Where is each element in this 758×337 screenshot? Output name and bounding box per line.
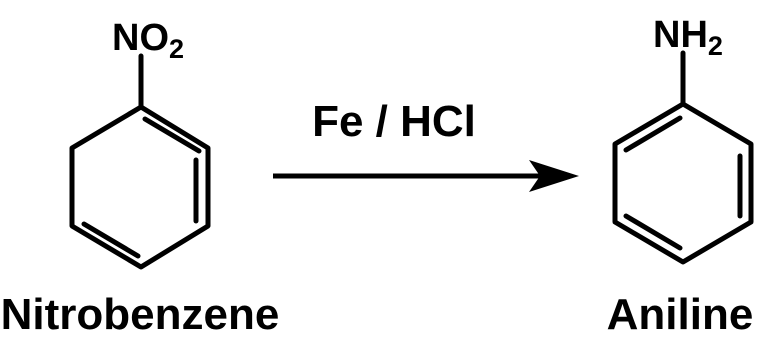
nitro-group-label: NO2 [112,17,184,64]
reactant-name: Nitrobenzene [1,290,280,337]
amino-group-main: NH [653,14,708,56]
arrow-head [529,160,579,192]
amino-group-subscript: 2 [708,31,723,61]
benzene-ring [612,101,754,265]
ring-double-bonds [81,116,202,259]
reaction-arrow: Fe / HCl [273,97,579,192]
product-name: Aniline [607,290,754,337]
amino-group-label: NH2 [653,14,723,61]
nitro-group-subscript: 2 [169,34,184,64]
ring-double-bonds [623,115,743,251]
aniline-structure: NH2 Aniline [607,14,754,337]
reagent-label: Fe / HCl [312,97,476,146]
benzene-ring [69,104,211,270]
nitrobenzene-structure: NO2 Nitrobenzene [1,17,280,337]
nitro-group-main: NO [112,17,169,59]
